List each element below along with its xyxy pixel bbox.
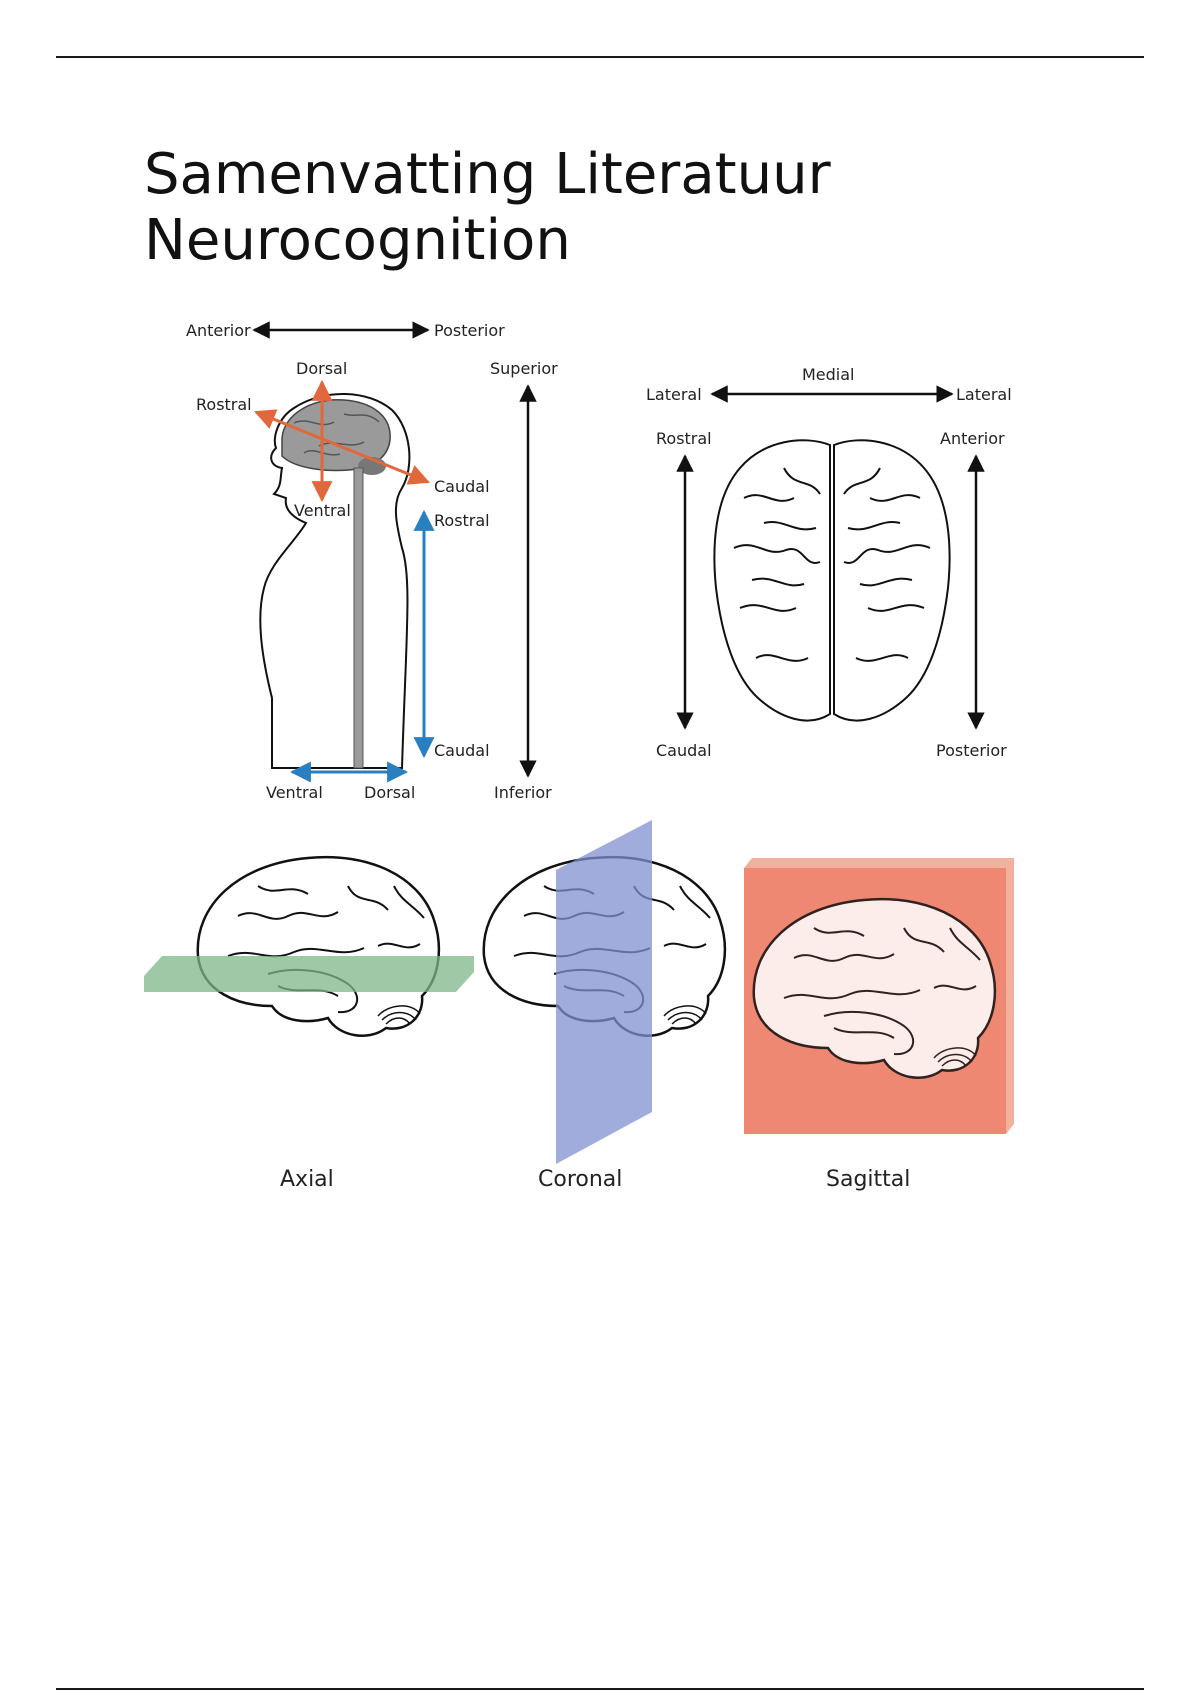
label-caudal-spine: Caudal [434, 741, 490, 760]
label-coronal: Coronal [538, 1167, 622, 1192]
label-dorsal-bottom: Dorsal [364, 783, 415, 802]
footer-rule [56, 1688, 1144, 1690]
brain-top-view [713, 439, 951, 722]
label-posterior: Posterior [434, 321, 505, 340]
orientation-figure: Anterior Posterior Dorsal Ventral Rostra… [144, 318, 1056, 806]
label-lateral-left: Lateral [646, 385, 702, 404]
axial-brain [196, 855, 441, 1037]
title-line-2: Neurocognition [144, 208, 571, 273]
orientation-svg: Anterior Posterior Dorsal Ventral Rostra… [186, 321, 1012, 802]
planes-figure: Axial Coronal Sagittal [144, 812, 1056, 1208]
page-title: Samenvatting Literatuur Neurocognition [144, 142, 1104, 274]
label-inferior: Inferior [494, 783, 552, 802]
rostral-caudal-head-arrow [254, 409, 430, 485]
label-superior: Superior [490, 359, 558, 378]
label-ventral-bottom: Ventral [266, 783, 323, 802]
label-caudal-head: Caudal [434, 477, 490, 496]
label-anterior-top: Anterior [940, 429, 1005, 448]
title-line-1: Samenvatting Literatuur [144, 142, 831, 207]
label-rostral-spine: Rostral [434, 511, 490, 530]
label-rostral-top: Rostral [656, 429, 712, 448]
label-anterior: Anterior [186, 321, 251, 340]
label-dorsal-head: Dorsal [296, 359, 347, 378]
label-rostral-head: Rostral [196, 395, 252, 414]
label-posterior-top: Posterior [936, 741, 1007, 760]
label-ventral-head: Ventral [294, 501, 351, 520]
label-lateral-right: Lateral [956, 385, 1012, 404]
label-sagittal: Sagittal [826, 1167, 910, 1192]
planes-svg: Axial Coronal Sagittal [144, 820, 1014, 1192]
spinal-cord [353, 467, 364, 769]
brain-side [281, 399, 391, 475]
header-rule [56, 56, 1144, 58]
axial-plane [144, 956, 474, 992]
label-medial: Medial [802, 365, 855, 384]
label-axial: Axial [280, 1167, 334, 1192]
coronal-plane [556, 820, 652, 1164]
label-caudal-top: Caudal [656, 741, 712, 760]
